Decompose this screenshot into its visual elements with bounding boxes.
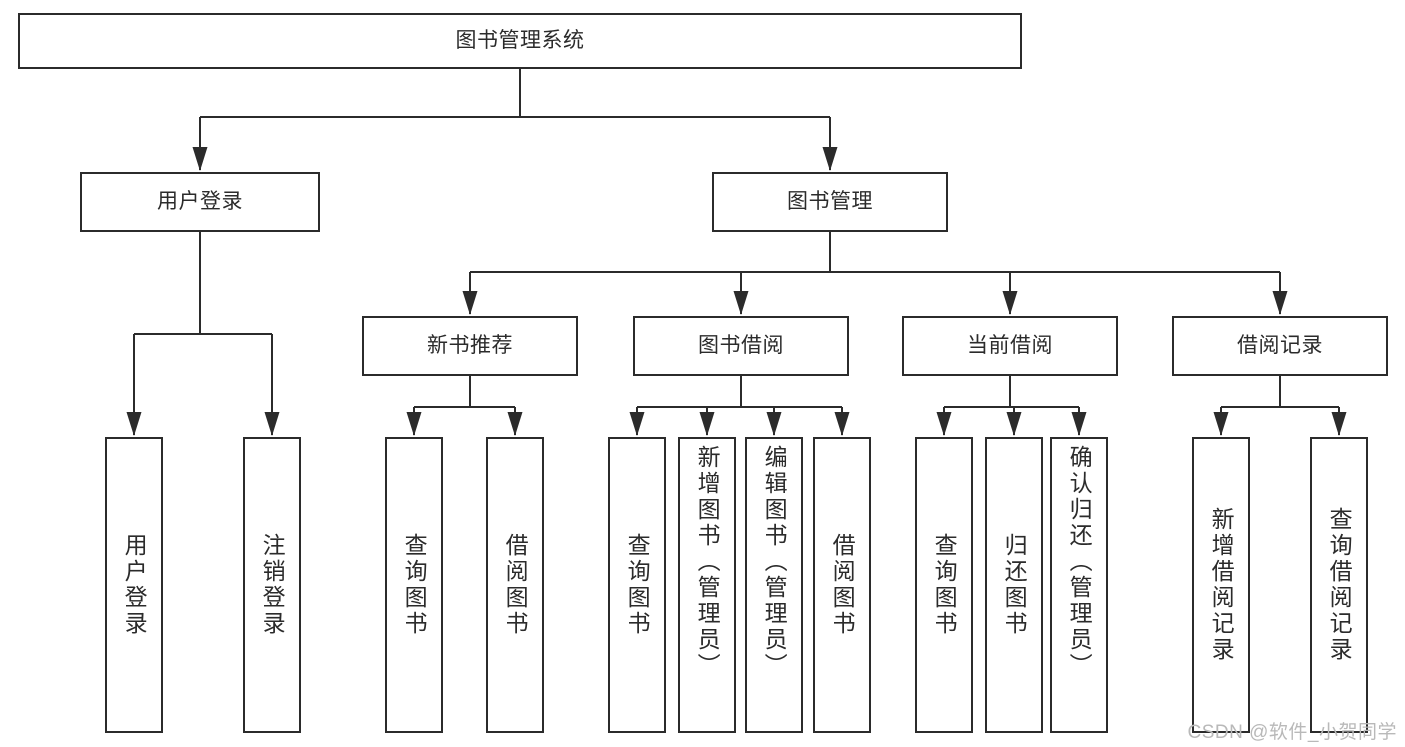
node-label: 查询图书 bbox=[401, 533, 428, 637]
node-label: 当前借阅 bbox=[967, 333, 1053, 357]
node-leaf-bb-query[interactable]: 查询图书 bbox=[608, 437, 666, 733]
node-label: 图书管理系统 bbox=[455, 28, 585, 52]
node-leaf-bb-borrow[interactable]: 借阅图书 bbox=[813, 437, 871, 733]
node-label: 借阅图书 bbox=[829, 533, 856, 637]
node-current-borrow[interactable]: 当前借阅 bbox=[902, 316, 1118, 376]
node-new-book-rec[interactable]: 新书推荐 bbox=[362, 316, 578, 376]
node-leaf-cb-query[interactable]: 查询图书 bbox=[915, 437, 973, 733]
node-label: 新增借阅记录 bbox=[1208, 507, 1235, 663]
node-label: 编辑图书（管理员） bbox=[761, 445, 788, 679]
node-leaf-br-query[interactable]: 查询借阅记录 bbox=[1310, 437, 1368, 733]
node-leaf-bb-add[interactable]: 新增图书（管理员） bbox=[678, 437, 736, 733]
node-leaf-cb-confirm[interactable]: 确认归还（管理员） bbox=[1050, 437, 1108, 733]
node-root[interactable]: 图书管理系统 bbox=[18, 13, 1022, 69]
node-label: 新书推荐 bbox=[427, 333, 513, 357]
node-leaf-rec-borrow[interactable]: 借阅图书 bbox=[486, 437, 544, 733]
node-label: 用户登录 bbox=[157, 189, 243, 213]
node-borrow-record[interactable]: 借阅记录 bbox=[1172, 316, 1388, 376]
node-leaf-cb-return[interactable]: 归还图书 bbox=[985, 437, 1043, 733]
node-leaf-user-logout[interactable]: 注销登录 bbox=[243, 437, 301, 733]
node-label: 确认归还（管理员） bbox=[1066, 445, 1093, 679]
node-label: 新增图书（管理员） bbox=[694, 445, 721, 679]
node-book-borrow[interactable]: 图书借阅 bbox=[633, 316, 849, 376]
node-user-login[interactable]: 用户登录 bbox=[80, 172, 320, 232]
node-book-manage[interactable]: 图书管理 bbox=[712, 172, 948, 232]
node-label: 图书管理 bbox=[787, 189, 873, 213]
node-leaf-br-add[interactable]: 新增借阅记录 bbox=[1192, 437, 1250, 733]
node-leaf-user-login[interactable]: 用户登录 bbox=[105, 437, 163, 733]
node-label: 查询图书 bbox=[931, 533, 958, 637]
node-label: 图书借阅 bbox=[698, 333, 784, 357]
node-label: 借阅记录 bbox=[1237, 333, 1323, 357]
watermark-text: CSDN @软件_小贺同学 bbox=[1187, 722, 1397, 743]
node-label: 归还图书 bbox=[1001, 533, 1028, 637]
node-label: 注销登录 bbox=[259, 533, 286, 637]
node-label: 查询借阅记录 bbox=[1326, 507, 1353, 663]
node-label: 借阅图书 bbox=[502, 533, 529, 637]
node-label: 用户登录 bbox=[121, 533, 148, 637]
node-label: 查询图书 bbox=[624, 533, 651, 637]
node-leaf-bb-edit[interactable]: 编辑图书（管理员） bbox=[745, 437, 803, 733]
node-leaf-rec-query[interactable]: 查询图书 bbox=[385, 437, 443, 733]
